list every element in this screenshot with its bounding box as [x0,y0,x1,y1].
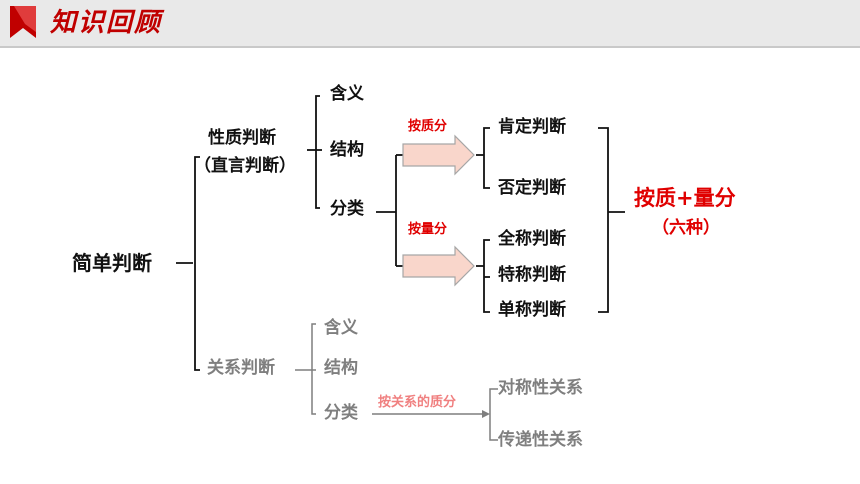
particular-judgment: 特称判断 [498,265,566,285]
relation-meaning: 含义 [324,318,358,338]
tree-lines-dark [176,95,625,371]
bookmark-ribbon-icon [10,6,36,38]
affirmative-judgment: 肯定判断 [498,117,566,137]
header-bar [0,0,860,46]
header-divider [0,46,860,48]
relation-judgment-label: 关系判断 [207,358,275,378]
symmetric-relation: 对称性关系 [498,378,583,398]
page-title: 知识回顾 [50,8,163,38]
transitive-relation: 传递性关系 [498,430,583,450]
label-by-relation-quality: 按关系的质分 [378,395,457,410]
relation-structure: 结构 [324,358,358,378]
property-structure: 结构 [330,140,364,160]
property-meaning: 含义 [330,84,364,104]
root-node: 简单判断 [72,251,152,275]
universal-judgment: 全称判断 [498,229,566,249]
label-by-quality: 按质分 [408,119,448,134]
property-judgment-sublabel: （直言判断） [194,156,296,176]
arrow-by-quality [402,134,475,176]
property-classification: 分类 [330,199,364,219]
property-judgment-label: 性质判断 [208,128,276,148]
six-types-note: （六种） [652,218,720,238]
relation-classification: 分类 [324,403,358,423]
arrow-by-quantity [402,245,475,287]
negative-judgment: 否定判断 [498,178,566,198]
label-by-quantity: 按量分 [408,222,448,237]
combined-classification: 按质+量分 [634,186,736,210]
singular-judgment: 单称判断 [498,300,566,320]
tree-lines-muted [295,323,498,441]
